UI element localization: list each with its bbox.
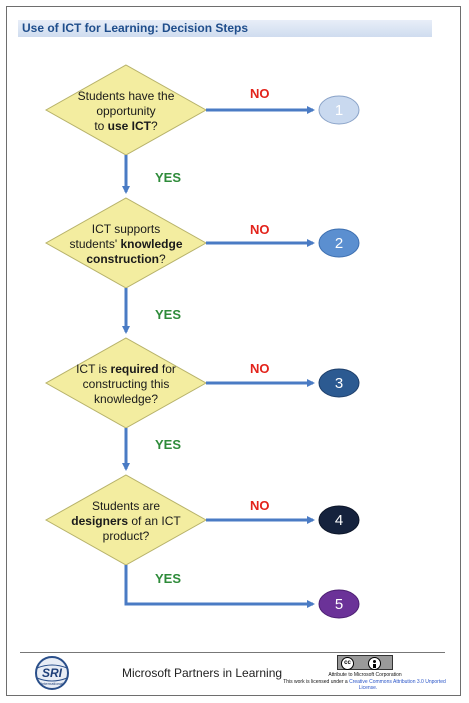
cc-license-end-text: License. [358,685,378,691]
outcome-label-1: 1 [335,102,343,119]
decision-3-line-2: constructing this [82,377,170,391]
page-title: Use of ICT for Learning: Decision Steps [22,21,249,35]
yes-label-2: YES [155,307,182,322]
outcome-label-3: 3 [335,375,343,392]
outcome-circle-5 [318,589,360,619]
title-bar: Use of ICT for Learning: Decision Steps [18,20,432,37]
yes-label-4: YES [155,571,182,586]
decision-label-4: Students are designers of an ICT product… [66,499,186,544]
cc-attribution-text: Attribute to Microsoft Corporation [328,672,402,678]
no-label-1: NO [250,86,270,101]
microsoft-partners-text: Microsoft Partners in Learning [122,666,283,680]
attribution-icon [368,657,381,670]
yes-arrow-4 [124,565,315,608]
decision-label-1: Students have the opportunity to use ICT… [66,89,186,134]
page-border [6,6,461,696]
decision-4-line-2: designers of an ICT [71,514,181,528]
outcome-circle-4 [318,505,360,535]
no-label-2: NO [250,222,270,237]
yes-label-1: YES [155,170,182,185]
decision-2-line-1: ICT supports [91,222,161,236]
cc-icon: cc [341,657,354,670]
decision-3-line-3: knowledge? [93,392,159,406]
outcome-label-2: 2 [335,235,343,252]
decision-1-line-1: Students have the [77,89,175,103]
sri-logo-subtext: International [41,681,63,686]
outcome-label-5: 5 [335,596,343,613]
outcome-circle-1 [318,95,360,125]
yes-label-3: YES [155,437,182,452]
outcome-circle-3 [318,368,360,398]
decision-1-line-2: opportunity [96,104,156,118]
decision-1-line-3: to use ICT? [94,119,158,133]
sri-logo: SRI International [35,656,69,690]
outcome-label-4: 4 [335,512,343,529]
no-label-3: NO [250,361,270,376]
cc-license-text: This work is licensed under a Creative C… [283,679,446,685]
decision-3-line-1: ICT is required for [76,362,176,376]
no-label-4: NO [250,498,270,513]
sri-logo-text: SRI [42,666,63,680]
decision-4-line-3: product? [102,529,150,543]
outcome-circle-2 [318,228,360,258]
decision-4-line-1: Students are [91,499,161,513]
decision-2-line-3: construction? [86,252,166,266]
decision-label-2: ICT supports students' knowledge constru… [66,222,186,267]
cc-badge: cc [337,655,393,670]
cc-license-link[interactable]: Creative Commons Attribution 3.0 Unporte… [349,679,446,685]
footer-divider [20,652,445,653]
decision-2-line-2: students' knowledge [69,237,183,251]
decision-label-3: ICT is required for constructing this kn… [66,362,186,407]
